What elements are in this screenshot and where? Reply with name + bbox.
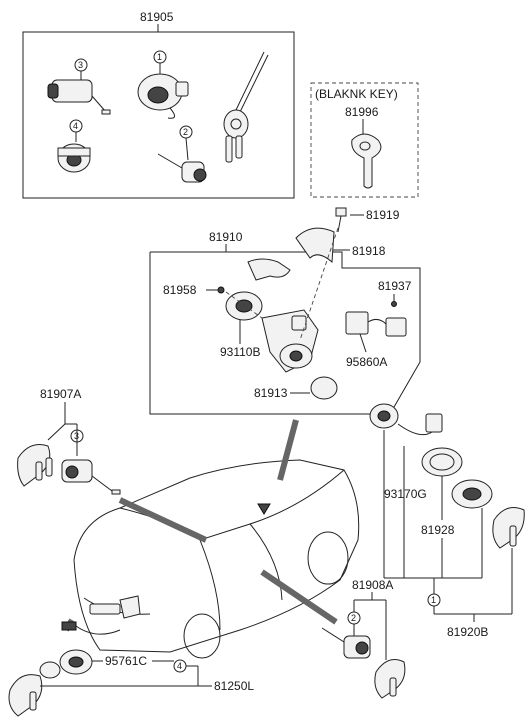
right-ring-icon (421, 447, 463, 477)
label-81918: 81918 (352, 244, 386, 258)
door-lock-cylinder-icon (47, 79, 111, 115)
sedan-car-illustration (73, 459, 360, 659)
right-key-fob-icon (492, 507, 525, 549)
svg-text:4: 4 (177, 661, 182, 671)
key-reminder-switch-icon (225, 258, 291, 321)
svg-text:2: 2 (183, 127, 188, 137)
screw-81919-icon (335, 207, 347, 233)
right-cylinder-icon (451, 479, 493, 509)
connector-95860A-icon (345, 311, 407, 337)
bottom-right-key-fob-icon (374, 659, 406, 699)
callout-2-top: 2 (179, 125, 193, 161)
callout-3-top: 3 (74, 58, 88, 80)
label-95761C: 95761C (105, 654, 147, 668)
left-door-lock-icon (61, 459, 121, 495)
label-81958: 81958 (163, 283, 197, 297)
trunk-set-81250L: 95761C 4 81250L (8, 621, 254, 717)
box-81905 (22, 31, 295, 199)
bottom-left-key-fob-icon (8, 674, 43, 717)
door-lock-icon (157, 153, 207, 183)
svg-text:3: 3 (74, 431, 79, 441)
key-set-81905: 81905 3 1 (22, 10, 295, 199)
box-81996 (310, 82, 419, 198)
right-assembly: 93170G 81928 1 81920B (369, 403, 525, 639)
label-81937: 81937 (378, 279, 412, 293)
right-ignition-switch-icon (369, 403, 443, 436)
callout-1-top: 1 (153, 50, 167, 74)
bottom-trunk-lock-icon (39, 649, 93, 679)
label-81907A: 81907A (40, 387, 81, 401)
svg-text:1: 1 (431, 595, 436, 605)
callout-2-right: 2 (347, 611, 361, 625)
left-key-fob-icon (17, 444, 53, 487)
arrows (63, 419, 338, 632)
callout-1-right: 1 (427, 593, 441, 607)
label-81919: 81919 (366, 208, 400, 222)
label-81908A: 81908A (352, 578, 393, 592)
shroud-cover-icon (295, 227, 335, 264)
key-set-81907A: 81907A 3 (17, 387, 121, 495)
label-81910: 81910 (209, 230, 243, 244)
label-81996: 81996 (345, 105, 379, 119)
svg-text:4: 4 (73, 121, 78, 131)
key-ring-81913-icon (310, 376, 338, 400)
blank-key-81996: (BLAKNK KEY) 81996 (310, 82, 419, 198)
svg-text:3: 3 (78, 60, 83, 70)
right-door-lock-icon (321, 627, 371, 659)
key-set-81908A: 81908A 2 (321, 578, 406, 699)
label-81920B: 81920B (447, 625, 488, 639)
ignition-switch-body-icon (261, 309, 319, 373)
label-81913: 81913 (254, 386, 288, 400)
label-81250L: 81250L (214, 679, 254, 693)
svg-text:1: 1 (157, 52, 162, 62)
callout-4-bottom: 4 (173, 659, 187, 673)
label-95860A: 95860A (346, 355, 387, 369)
callout-4-top: 4 (69, 119, 83, 142)
ignition-cylinder-icon (137, 73, 189, 119)
callout-3-left: 3 (70, 429, 84, 443)
folding-key-icon (223, 51, 269, 163)
label-81928: 81928 (421, 523, 455, 537)
label-93170G: 93170G (384, 487, 427, 501)
label-93110B: 93110B (220, 345, 260, 359)
box-81910 (149, 251, 421, 415)
ignition-assembly-81910: 81910 81919 81918 81958 81937 (149, 207, 421, 415)
trunk-cable-icon (61, 621, 121, 635)
label-blank-key: (BLAKNK KEY) (315, 87, 398, 101)
label-81905: 81905 (140, 10, 174, 24)
svg-text:2: 2 (351, 613, 356, 623)
blank-key-icon (351, 133, 382, 189)
trunk-lock-icon (57, 143, 91, 173)
